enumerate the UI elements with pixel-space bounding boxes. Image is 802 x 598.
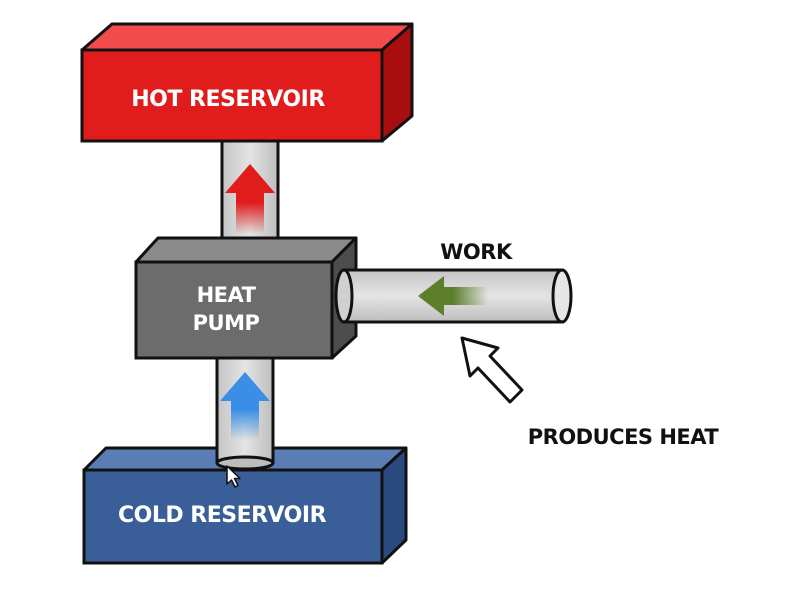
outline-arrow-icon [460,336,524,404]
work-label: WORK [440,240,513,264]
cold-flow-arrow [220,372,270,440]
cold-reservoir-side [380,446,408,565]
cold-reservoir-front [82,468,384,565]
work-flow-arrow [418,276,488,316]
produces-heat-callout: PRODUCES HEAT [460,336,720,449]
heat-pump-front [134,260,334,360]
work-pipe: WORK [334,240,573,324]
hot-reservoir-front [80,48,384,143]
upper-pipe [220,139,280,252]
lower-pipe-overlay [215,440,275,471]
heat-pump-top [134,236,358,264]
cold-reservoir-label: COLD RESERVOIR [118,503,327,528]
heat-pump-label-line2: PUMP [193,311,260,335]
heat-pump: HEAT PUMP [134,236,358,360]
hot-reservoir: HOT RESERVOIR [80,22,414,143]
hot-reservoir-top [80,22,414,52]
hot-flow-arrow [225,164,275,234]
produces-heat-label: PRODUCES HEAT [528,425,720,449]
mouse-pointer-icon [226,465,241,488]
hot-reservoir-label: HOT RESERVOIR [131,87,325,112]
heat-pump-label-line1: HEAT [197,283,257,307]
